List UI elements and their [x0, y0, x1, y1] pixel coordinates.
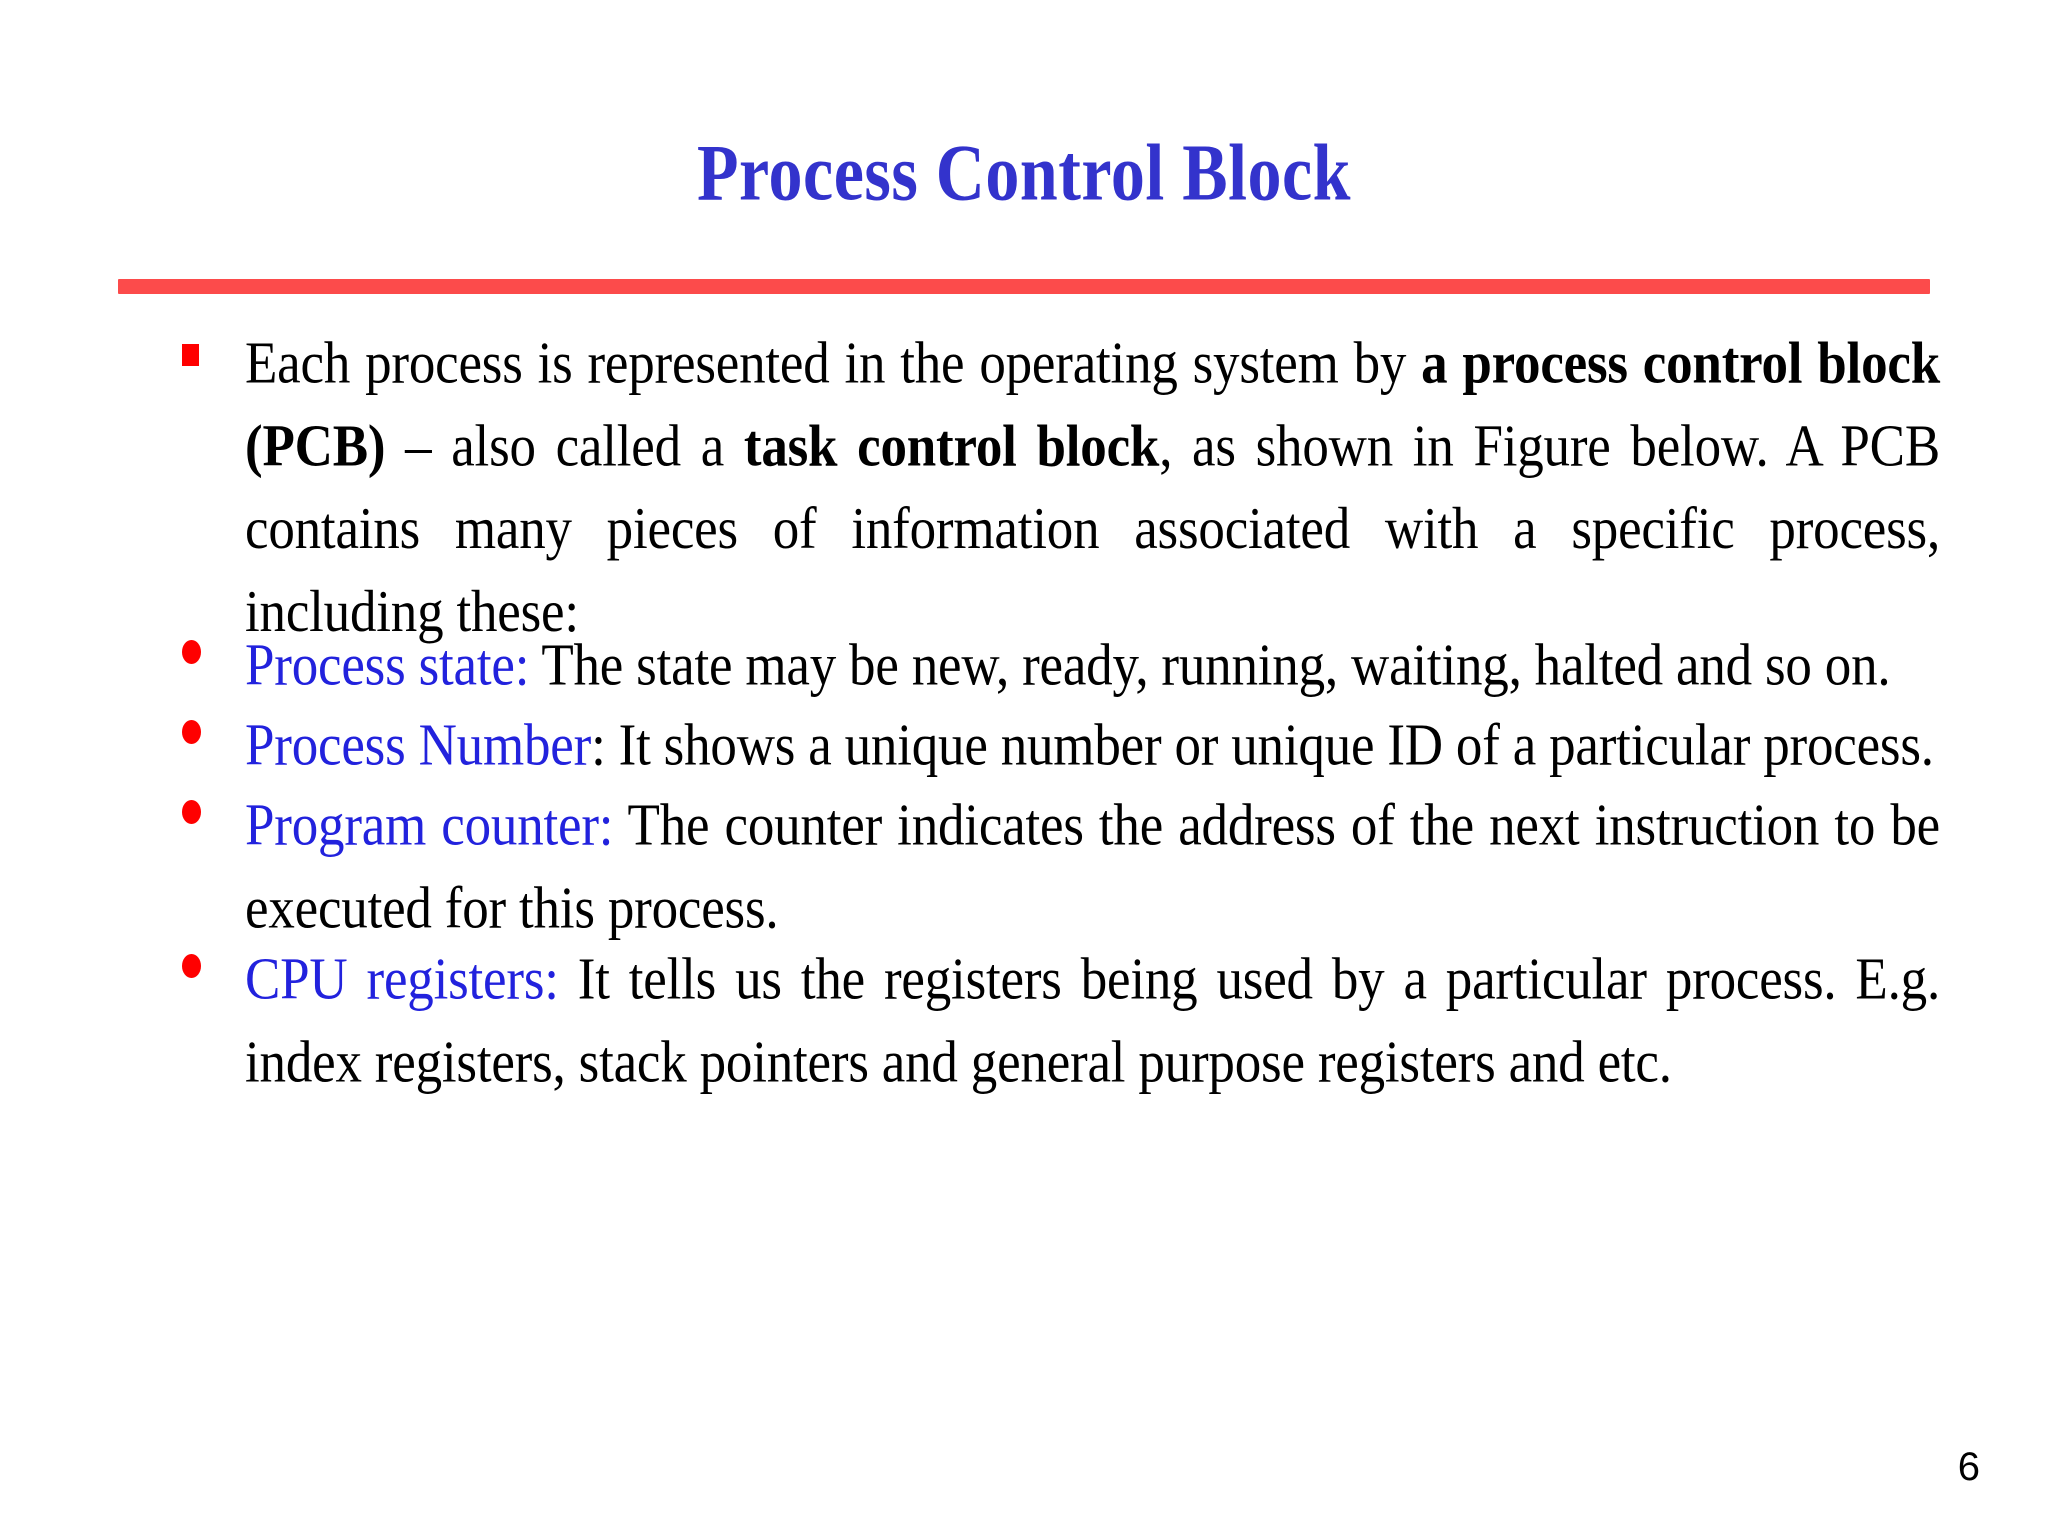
title-divider-rule	[118, 279, 1930, 294]
list-item: Program counter: The counter indicates t…	[140, 784, 1940, 941]
bullet-term-highlight: Program counter:	[245, 792, 614, 858]
bullet-paragraph: CPU registers: It tells us the registers…	[245, 938, 1940, 1104]
bullet-paragraph: Each process is represented in the opera…	[245, 322, 1940, 654]
bullet-paragraph: Process Number: It shows a unique number…	[245, 704, 1940, 787]
bullet-segment: Each process is represented in the opera…	[245, 330, 1422, 396]
bullet-segment: The counter indicates the address of the…	[245, 792, 1940, 941]
slide-body: Each process is represented in the opera…	[140, 322, 1940, 1096]
bullet-segment: : It shows a unique number or unique ID …	[591, 712, 1934, 778]
page-number: 6	[1957, 1445, 1980, 1489]
bullet-term-highlight: Process Number	[245, 712, 592, 778]
bullet-term-highlight: Process state:	[245, 632, 530, 698]
bullet-segment: The state may be new, ready, running, wa…	[529, 632, 1891, 698]
square-bullet-icon	[182, 344, 199, 366]
page-title: Process Control Block	[697, 127, 1351, 217]
bullet-term-highlight: CPU registers:	[245, 946, 559, 1012]
dot-bullet-icon	[182, 800, 201, 824]
list-item: Each process is represented in the opera…	[140, 322, 1940, 645]
bullet-paragraph: Process state: The state may be new, rea…	[245, 624, 1940, 707]
bullet-segment: – also called a	[385, 413, 744, 479]
list-item: Process Number: It shows a unique number…	[140, 704, 1940, 778]
list-item: Process state: The state may be new, rea…	[140, 624, 1940, 698]
bullet-segment: , as shown in Figure below. A PCB contai…	[245, 413, 1940, 645]
bullet-segment-bold: a process control block (PCB)	[245, 330, 1940, 479]
dot-bullet-icon	[182, 954, 201, 978]
bullet-segment-bold: task control block	[743, 413, 1160, 479]
list-item: CPU registers: It tells us the registers…	[140, 938, 1940, 1095]
dot-bullet-icon	[182, 640, 201, 664]
title-block: Process Control Block	[0, 132, 2048, 212]
bullet-paragraph: Program counter: The counter indicates t…	[245, 784, 1940, 950]
bullet-segment: It tells us the registers being used by …	[245, 946, 1940, 1095]
dot-bullet-icon	[182, 720, 201, 744]
